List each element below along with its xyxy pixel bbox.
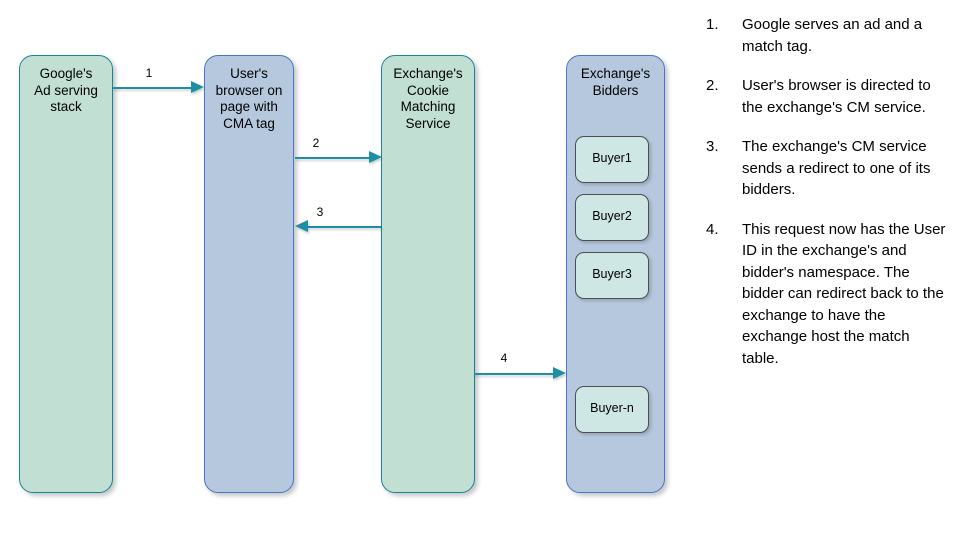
legend-item-4-text: This request now has the User ID in the … <box>742 220 946 367</box>
arrow-3-head-icon <box>295 220 308 232</box>
legend-item-3: 3. The exchange's CM service sends a red… <box>706 136 946 201</box>
legend-item-2: 2. User's browser is directed to the exc… <box>706 75 946 118</box>
buyer-box-buyer2: Buyer2 <box>575 194 649 241</box>
buyer-box-buyer-n-label: Buyer-n <box>590 401 634 415</box>
node-exchange-cookie-matching-service-label: Exchange's Cookie Matching Service <box>393 66 463 131</box>
arrow-1-line <box>113 87 191 89</box>
arrow-2-line <box>295 157 369 159</box>
buyer-box-buyer1-label: Buyer1 <box>592 151 632 165</box>
node-exchange-cookie-matching-service: Exchange's Cookie Matching Service <box>381 55 475 493</box>
node-google-ad-serving-stack-label: Google's Ad serving stack <box>34 66 98 114</box>
legend-item-3-number: 3. <box>706 138 719 155</box>
arrow-1-head-icon <box>191 81 204 93</box>
legend-list: 1. Google serves an ad and a match tag. … <box>706 14 946 387</box>
arrow-4-number: 4 <box>500 351 508 365</box>
legend-item-1: 1. Google serves an ad and a match tag. <box>706 14 946 57</box>
buyer-box-buyer-n: Buyer-n <box>575 386 649 433</box>
legend-item-4-number: 4. <box>706 220 719 238</box>
arrow-4-head-icon <box>553 367 566 379</box>
buyer-box-buyer3: Buyer3 <box>575 252 649 299</box>
arrow-3-line <box>308 226 381 228</box>
legend-item-1-number: 1. <box>706 16 719 33</box>
node-user-browser: User's browser on page with CMA tag <box>204 55 294 493</box>
legend-item-3-text: The exchange's CM service sends a redire… <box>742 138 931 198</box>
node-google-ad-serving-stack: Google's Ad serving stack <box>19 55 113 493</box>
arrow-2-head-icon <box>369 151 382 163</box>
node-exchange-bidders-label: Exchange's Bidders <box>580 66 651 98</box>
legend-item-4: 4. This request now has the User ID in t… <box>706 219 946 370</box>
buyer-box-buyer2-label: Buyer2 <box>592 209 632 223</box>
legend-item-1-text: Google serves an ad and a match tag. <box>742 16 923 55</box>
buyer-box-buyer3-label: Buyer3 <box>592 267 632 281</box>
arrow-2-number: 2 <box>312 136 320 150</box>
node-user-browser-label: User's browser on page with CMA tag <box>215 66 283 131</box>
arrow-1-number: 1 <box>145 66 153 80</box>
arrow-3-number: 3 <box>316 205 324 219</box>
buyer-box-buyer1: Buyer1 <box>575 136 649 183</box>
arrow-4-line <box>474 373 553 375</box>
legend-item-2-text: User's browser is directed to the exchan… <box>742 77 931 116</box>
legend-item-2-number: 2. <box>706 77 719 94</box>
